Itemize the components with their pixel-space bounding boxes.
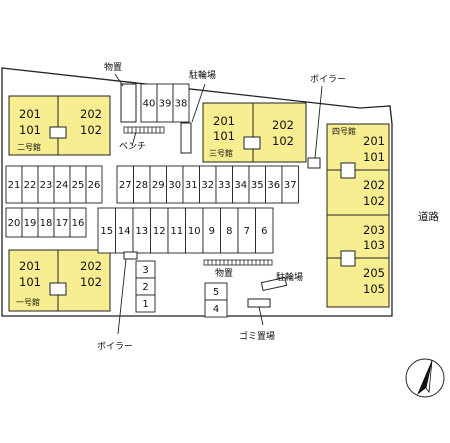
parking-space-16 [69, 207, 87, 238]
bench-top [123, 126, 165, 134]
building-3: 201 101 202 102 三号館 [202, 102, 307, 163]
parking-space-label-4: 4 [213, 304, 219, 315]
parking-space-38 [172, 83, 190, 123]
parking-space-label-19: 19 [24, 218, 37, 229]
bicycle-parking-top [180, 122, 192, 154]
label-boiler-bottom: ボイラー [97, 341, 133, 352]
storage-top [120, 83, 137, 123]
b4-unit-203: 203 [363, 223, 385, 237]
b3-unit-202: 202 [272, 118, 294, 132]
building-3-shape [202, 102, 307, 163]
parking-space-label-2: 2 [142, 282, 148, 293]
b4-unit-101: 101 [363, 150, 385, 164]
parking-space-label-18: 18 [40, 218, 53, 229]
parking-space-26 [85, 165, 103, 204]
parking-space-label-26: 26 [88, 180, 101, 191]
leader-lines [114, 73, 323, 335]
parking-space-label-5: 5 [213, 287, 219, 298]
parking-space-label-21: 21 [8, 180, 21, 191]
parking-space-label-35: 35 [251, 180, 264, 191]
b3-unit-201: 201 [213, 114, 235, 128]
parking-space-label-14: 14 [118, 226, 131, 237]
parking-space-label-36: 36 [267, 180, 280, 191]
parking-space-label-7: 7 [244, 226, 250, 237]
parking-space-label-39: 39 [159, 99, 172, 110]
parking-space-label-25: 25 [72, 180, 85, 191]
b3-unit-102: 102 [272, 134, 294, 148]
label-storage-top: 物置 [104, 61, 122, 73]
parking-space-label-11: 11 [170, 226, 183, 237]
b1-name: 一号館 [16, 297, 40, 307]
parking-space-1 [135, 294, 156, 313]
parking-space-label-1: 1 [142, 299, 148, 310]
b4-unit-102: 102 [363, 194, 385, 208]
b1-unit-202: 202 [80, 259, 102, 273]
parking-space-label-10: 10 [188, 226, 201, 237]
label-boiler-top: ボイラー [310, 74, 346, 85]
parking-space-4 [204, 299, 228, 318]
b2-name: 二号館 [17, 142, 41, 152]
b4-unit-103: 103 [363, 238, 385, 252]
parking-space-label-37: 37 [284, 180, 297, 191]
b3-unit-101: 101 [213, 129, 235, 143]
parking-space-label-16: 16 [72, 218, 85, 229]
b4-unit-205: 205 [363, 266, 385, 280]
b1-unit-201: 201 [19, 259, 41, 273]
building-1: 201 101 202 102 一号館 [8, 249, 111, 312]
b4-unit-202: 202 [363, 178, 385, 192]
b1-unit-102: 102 [80, 275, 102, 289]
b2-unit-102: 102 [80, 123, 102, 137]
b1-unit-101: 101 [19, 275, 41, 289]
parking-space-label-34: 34 [234, 180, 247, 191]
b4-unit-105: 105 [363, 282, 385, 296]
label-bike-parking-bottom: 駐輪場 [276, 271, 303, 283]
parking-space-label-30: 30 [168, 180, 181, 191]
parking-space-label-12: 12 [153, 226, 166, 237]
parking-space-label-28: 28 [135, 180, 148, 191]
parking-space-label-32: 32 [201, 180, 214, 191]
parking-space-label-22: 22 [24, 180, 37, 191]
parking-space-37 [281, 165, 299, 204]
compass-north-icon [405, 358, 445, 398]
parking-space-label-20: 20 [8, 218, 21, 229]
parking-space-label-6: 6 [261, 226, 267, 237]
b3-name: 三号館 [209, 148, 233, 158]
boiler-top [307, 157, 321, 169]
garbage-station [247, 298, 271, 308]
parking-space-6 [255, 207, 274, 254]
building-4: 四号館 201 101 202 102 203 103 205 105 [326, 123, 390, 308]
parking-space-label-29: 29 [152, 180, 165, 191]
parking-space-label-23: 23 [40, 180, 53, 191]
parking-space-label-24: 24 [56, 180, 69, 191]
parking-space-label-38: 38 [175, 99, 188, 110]
building-1-shape [8, 249, 111, 312]
label-bike-parking-top: 駐輪場 [189, 69, 216, 81]
b4-name: 四号館 [332, 126, 356, 136]
parking-space-label-3: 3 [142, 265, 148, 276]
parking-space-label-15: 15 [100, 226, 113, 237]
b2-unit-101: 101 [19, 123, 41, 137]
parking-space-label-9: 9 [209, 226, 215, 237]
b2-unit-201: 201 [19, 107, 41, 121]
parking-space-label-17: 17 [56, 218, 69, 229]
label-garbage-station: ゴミ置場 [239, 330, 275, 342]
bicycle-parking-bottom [260, 276, 288, 292]
parking-space-label-8: 8 [226, 226, 232, 237]
label-bench: ベンチ [119, 141, 146, 152]
parking-space-label-27: 27 [119, 180, 132, 191]
building-2: 201 101 202 102 二号館 [8, 95, 111, 156]
boiler-bottom [123, 251, 138, 260]
building-2-shape [8, 95, 111, 156]
bench-bottom [203, 259, 273, 266]
parking-space-label-40: 40 [143, 99, 156, 110]
parking-space-label-31: 31 [185, 180, 198, 191]
parking-space-label-33: 33 [218, 180, 231, 191]
label-road: 道路 [418, 210, 439, 223]
b4-unit-201: 201 [363, 134, 385, 148]
parking-space-label-13: 13 [135, 226, 148, 237]
label-storage-bottom: 物置 [215, 267, 233, 279]
b2-unit-202: 202 [80, 107, 102, 121]
